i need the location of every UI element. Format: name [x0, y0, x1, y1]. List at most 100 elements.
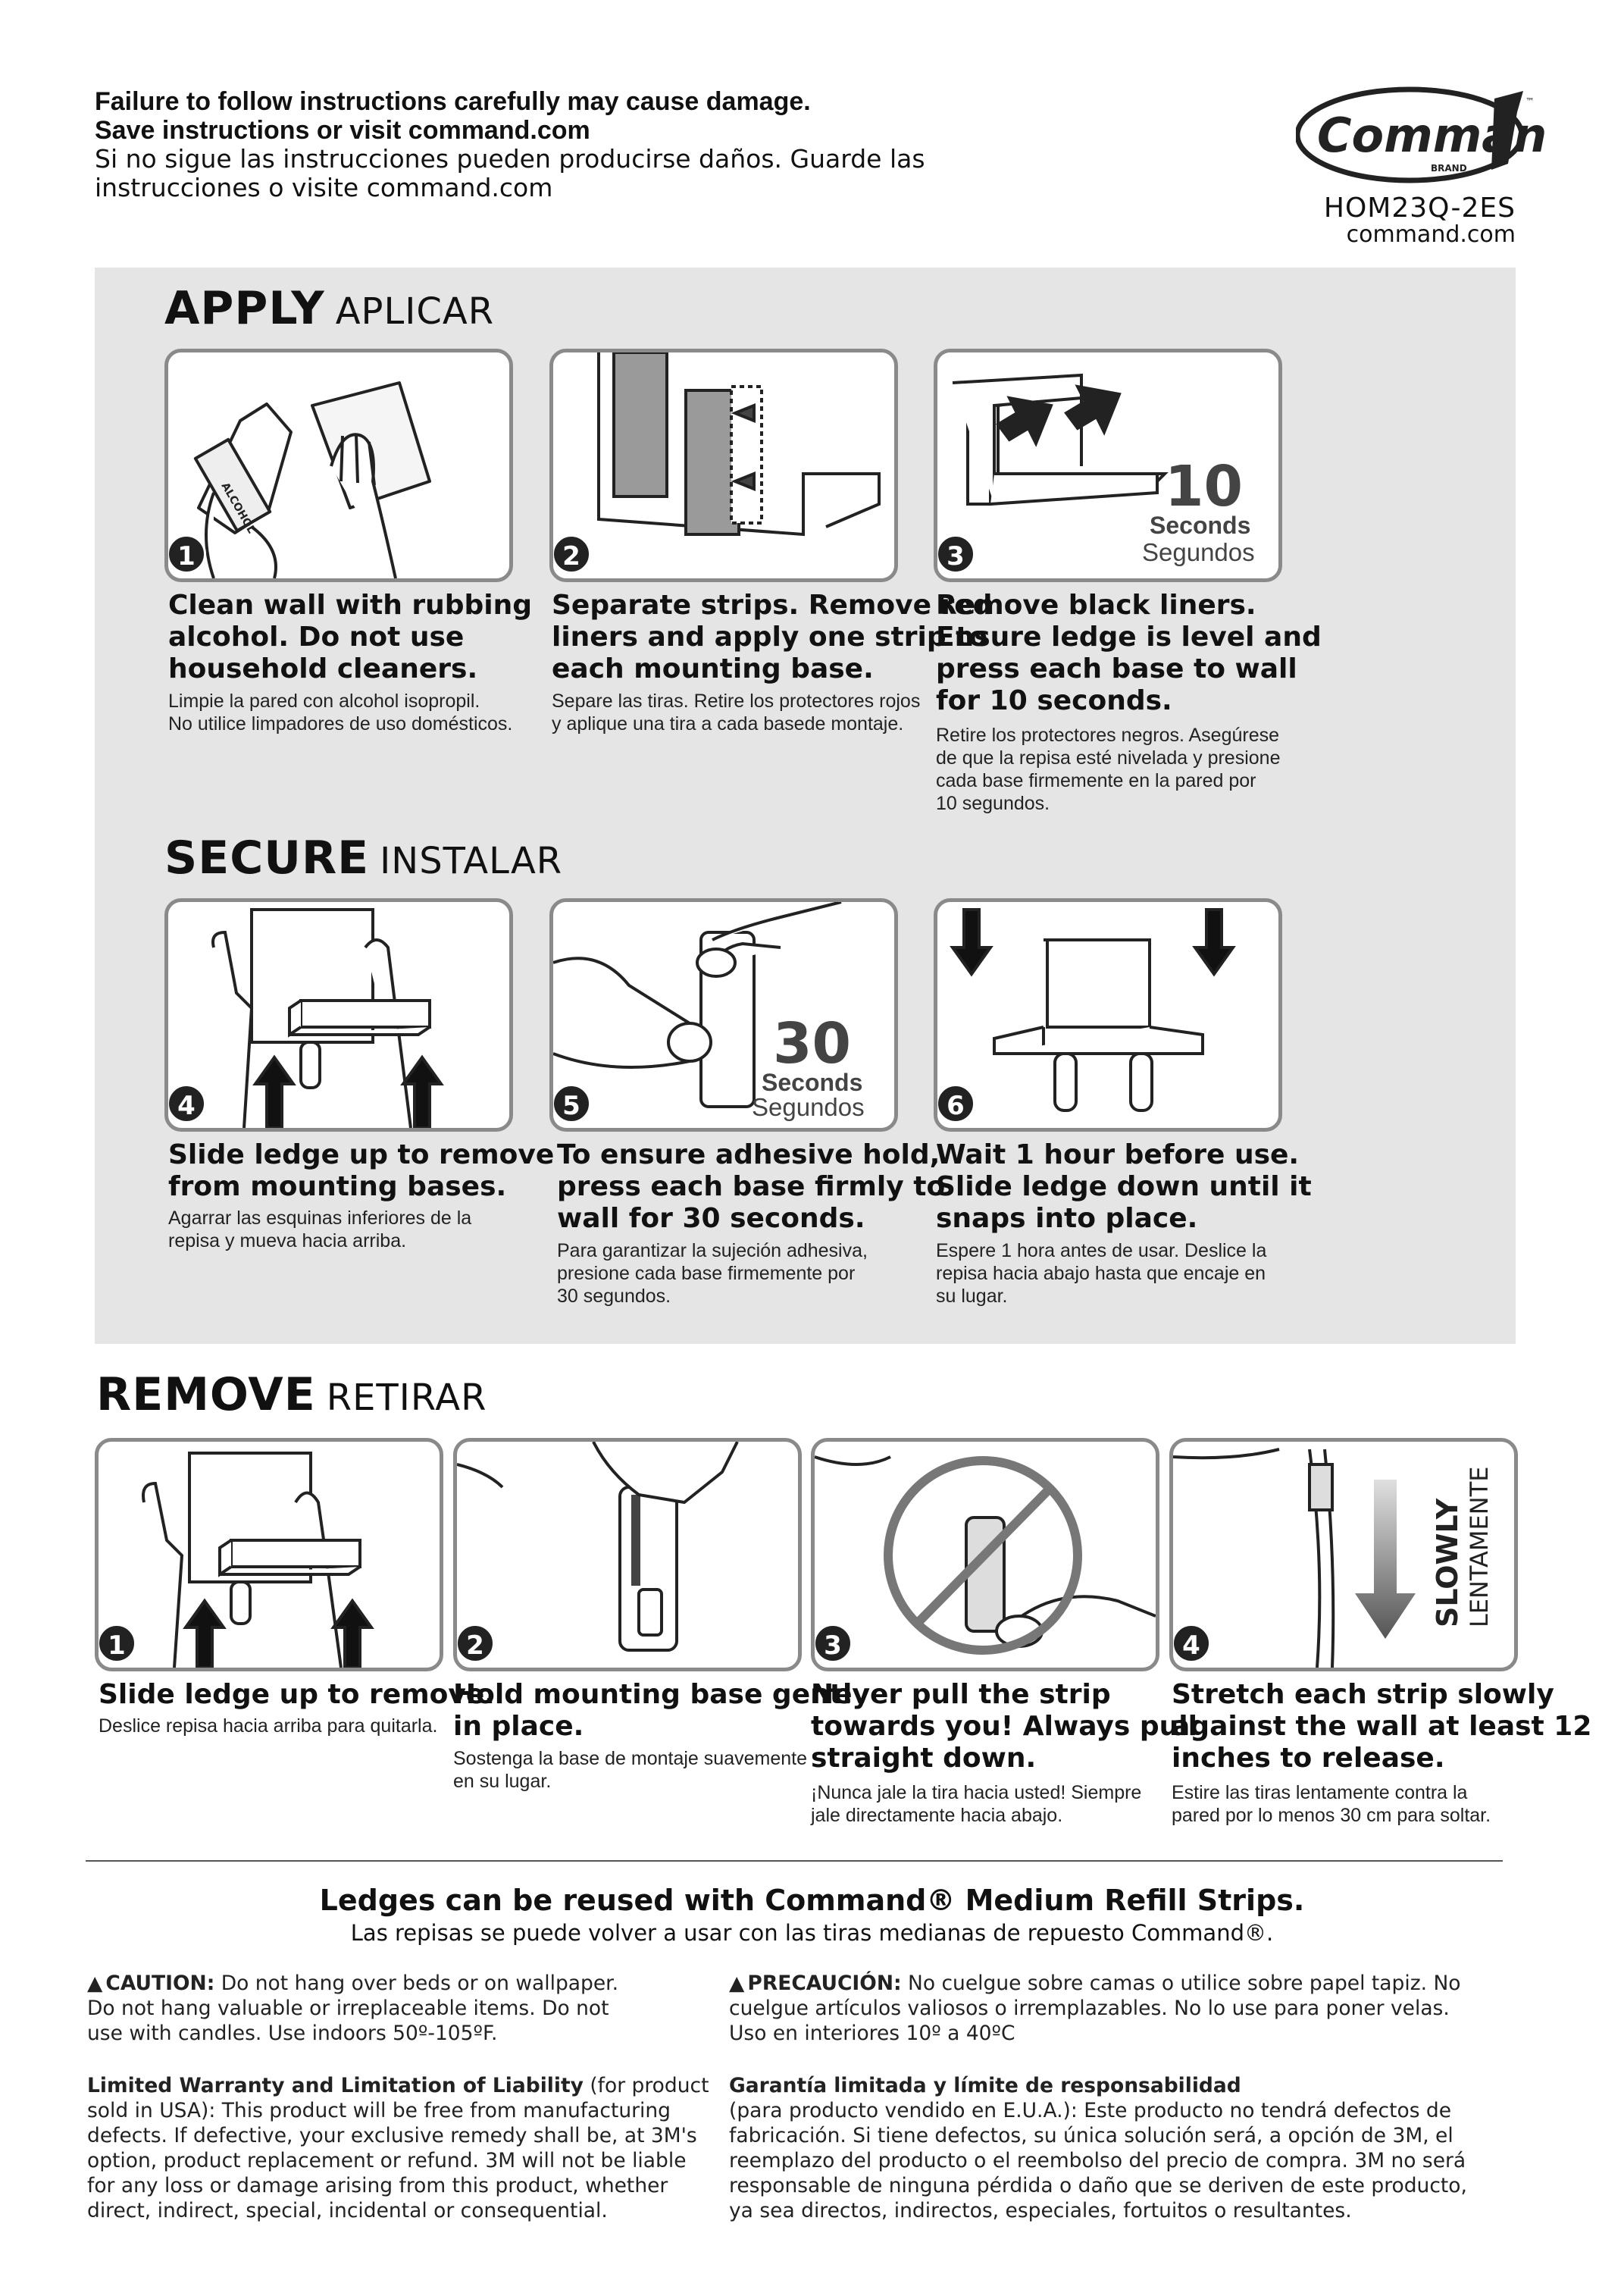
secure-step-6-illustration: 6 — [934, 898, 1282, 1132]
title-line: for 10 seconds. — [936, 685, 1172, 716]
title-line: To ensure adhesive hold, — [557, 1139, 940, 1170]
secure-step-5-title: To ensure adhesive hold, press each base… — [557, 1139, 945, 1235]
step-number-badge: 4 — [168, 1084, 206, 1123]
spanish-line: 10 segundos. — [936, 793, 1050, 814]
warning-line-1: Failure to follow instructions carefully… — [95, 87, 811, 116]
secure-step-6-title: Wait 1 hour before use. Slide ledge down… — [936, 1139, 1312, 1235]
secure-step-5-spanish: Para garantizar la sujeción adhesiva, pr… — [557, 1239, 868, 1308]
divider — [86, 1860, 1503, 1862]
logo-brand: BRAND — [1431, 163, 1467, 174]
title-line: press each base to wall — [936, 653, 1297, 684]
caution-line: Do not hang over beds or on wallpaper. — [214, 1972, 619, 1995]
logo-wordmark: Command — [1317, 108, 1546, 163]
remove-title-es: RETIRAR — [326, 1377, 487, 1419]
caution-line: No cuelgue sobre camas o utilice sobre p… — [901, 1972, 1461, 1995]
secure-step-5-illustration: 30 Seconds Segundos 5 — [549, 898, 898, 1132]
spanish-line: repisa hacia abajo hasta que encaje en — [936, 1263, 1266, 1284]
step-number-badge: 3 — [937, 534, 975, 574]
spanish-line: Deslice repisa hacia arriba para quitarl… — [99, 1715, 438, 1737]
remove-step-1-illustration: 1 — [95, 1438, 443, 1671]
spanish-line: Retire los protectores negros. Asegúrese — [936, 725, 1280, 746]
warning-header: Failure to follow instructions carefully… — [95, 87, 989, 202]
title-line: Remove black liners. — [936, 590, 1256, 621]
apply-step-1-illustration: ALCOHOL 1 — [164, 349, 513, 582]
step-number-badge: 3 — [815, 1624, 853, 1663]
remove-step-3-spanish: ¡Nunca jale la tira hacia usted! Siempre… — [811, 1781, 1141, 1827]
title-line: Clean wall with rubbing — [168, 590, 533, 621]
spanish-line: 30 segundos. — [557, 1286, 671, 1307]
timer-seconds-label: Seconds — [1150, 512, 1251, 539]
step-number-badge: 1 — [168, 534, 206, 574]
title-line: wall for 30 seconds. — [557, 1203, 865, 1234]
spanish-line: Para garantizar la sujeción adhesiva, — [557, 1240, 868, 1261]
title-line: Slide ledge up to remove — [168, 1139, 555, 1170]
spanish-line: Agarrar las esquinas inferiores de la — [168, 1207, 472, 1229]
warranty-line: reemplazo del producto o el reembolso de… — [729, 2149, 1466, 2172]
secure-title-es: INSTALAR — [380, 840, 563, 882]
remove-step-1-title: Slide ledge up to remove. — [99, 1679, 495, 1711]
title-line: Slide ledge down until it — [936, 1171, 1312, 1202]
secure-step-6-spanish: Espere 1 hora antes de usar. Deslice la … — [936, 1239, 1266, 1308]
spanish-line: cada base firmemente en la pared por — [936, 770, 1256, 791]
title-line: straight down. — [811, 1743, 1037, 1774]
spanish-line: jale directamente hacia abajo. — [811, 1805, 1063, 1826]
timer-segundos-label: Segundos — [752, 1093, 865, 1121]
spanish-line: en su lugar. — [453, 1771, 552, 1792]
secure-step-4-spanish: Agarrar las esquinas inferiores de la re… — [168, 1207, 471, 1252]
timer-number: 10 — [1165, 454, 1243, 519]
warranty-line: for any loss or damage arising from this… — [87, 2174, 668, 2197]
warranty-line: ya sea directos, indirectos, especiales,… — [729, 2199, 1352, 2222]
warranty-line: direct, indirect, special, incidental or… — [87, 2199, 608, 2222]
command-logo: Command BRAND ™ — [1294, 82, 1581, 188]
warning-line-4: instrucciones o visite command.com — [95, 173, 553, 202]
secure-title-en: SECURE — [164, 832, 370, 885]
spanish-line: de que la repisa esté nivelada y presion… — [936, 747, 1281, 769]
timer-seconds-label: Seconds — [762, 1069, 863, 1096]
step-number-badge: 4 — [1173, 1624, 1211, 1663]
remove-title-en: REMOVE — [96, 1368, 316, 1421]
logo-tm: ™ — [1525, 96, 1535, 107]
precaucion-label: PRECAUCIÓN: — [747, 1972, 902, 1995]
warranty-label: Limited Warranty and Limitation of Liabi… — [87, 2074, 584, 2097]
title-line: household cleaners. — [168, 653, 478, 684]
remove-step-1-spanish: Deslice repisa hacia arriba para quitarl… — [99, 1715, 437, 1737]
timer-segundos-label: Segundos — [1142, 538, 1255, 566]
title-line: Separate strips. Remove red — [552, 590, 993, 621]
refill-note-en: Ledges can be reused with Command® Mediu… — [319, 1884, 1305, 1917]
spanish-line: Espere 1 hora antes de usar. Deslice la — [936, 1240, 1267, 1261]
title-line: Never pull the strip — [811, 1679, 1111, 1710]
caution-es: ▲PRECAUCIÓN: No cuelgue sobre camas o ut… — [729, 1971, 1510, 2046]
apply-step-2-illustration: 2 — [549, 349, 898, 582]
apply-title-en: APPLY — [164, 282, 325, 335]
warranty-line: defects. If defective, your exclusive re… — [87, 2124, 697, 2147]
title-line: inches to release. — [1172, 1743, 1445, 1774]
secure-step-4-title: Slide ledge up to remove from mounting b… — [168, 1139, 554, 1203]
step-number-badge: 1 — [99, 1624, 136, 1663]
spanish-line: su lugar. — [936, 1286, 1008, 1307]
website: command.com — [1346, 221, 1516, 248]
spanish-line: presione cada base firmemente por — [557, 1263, 856, 1284]
title-line: liners and apply one strip to — [552, 622, 988, 653]
spanish-line: repisa y mueva hacia arriba. — [168, 1230, 407, 1251]
title-line: snaps into place. — [936, 1203, 1198, 1234]
spanish-line: pared por lo menos 30 cm para soltar. — [1172, 1805, 1491, 1826]
remove-step-2-spanish: Sostenga la base de montaje suavemente e… — [453, 1747, 807, 1793]
warranty-line: option, product replacement or refund. 3… — [87, 2149, 687, 2172]
secure-step-4-illustration: 4 — [164, 898, 513, 1132]
warranty-line: (para producto vendido en E.U.A.): Este … — [729, 2099, 1452, 2122]
caution-line: Uso en interiores 10º a 40ºC — [729, 2022, 1015, 2045]
spanish-line: Sostenga la base de montaje suavemente — [453, 1748, 807, 1769]
garantia-label: Garantía limitada y límite de responsabi… — [729, 2074, 1241, 2097]
timer-number: 30 — [773, 1011, 851, 1076]
apply-step-1-title: Clean wall with rubbing alcohol. Do not … — [168, 590, 532, 685]
product-code: HOM23Q-2ES — [1323, 193, 1516, 224]
spanish-line: Separe las tiras. Retire los protectores… — [552, 691, 921, 712]
lentamente-label: LENTAMENTE — [1465, 1467, 1494, 1627]
title-line: each mounting base. — [552, 653, 874, 684]
apply-step-1-spanish: Limpie la pared con alcohol isopropil. N… — [168, 690, 512, 735]
warranty-line: fabricación. Si tiene defectos, su única… — [729, 2124, 1453, 2147]
caution-en: ▲CAUTION: Do not hang over beds or on wa… — [87, 1971, 739, 2046]
spanish-line: ¡Nunca jale la tira hacia usted! Siempre — [811, 1782, 1142, 1803]
title-line: against the wall at least 12 — [1172, 1711, 1592, 1742]
